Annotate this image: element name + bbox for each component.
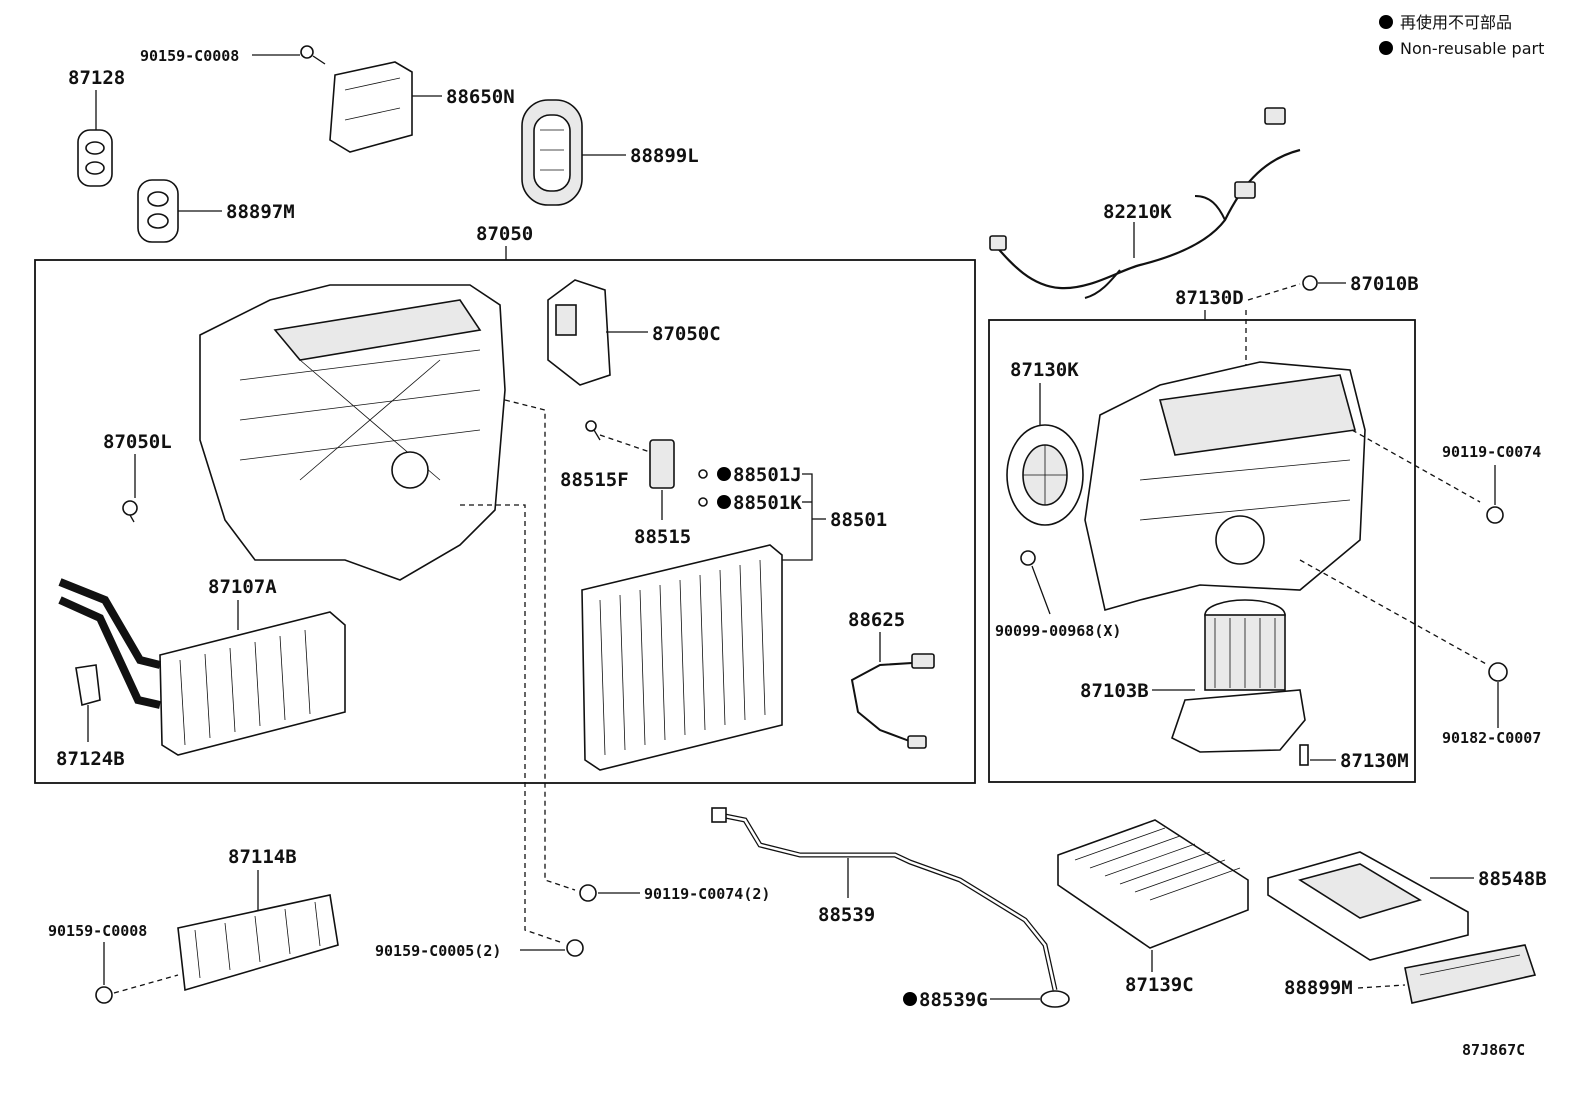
bolt-icon [585,420,597,432]
part-90182-c0007[interactable]: 90182-C0007 [1299,559,1541,747]
label-87124b: 87124B [56,748,125,770]
label-90119-c0074: 90119-C0074 [1442,443,1541,461]
non-reusable-bullet-icon [1379,15,1393,29]
label-87130k: 87130K [1010,359,1079,381]
label-87050: 87050 [476,223,533,245]
label-87050c: 87050C [652,323,721,345]
part-90119-c0074-x2[interactable]: 90119-C0074(2) [579,884,770,903]
label-90099-00968x: 90099-00968(X) [995,622,1121,640]
label-90159-c0008-bottom: 90159-C0008 [48,922,147,940]
part-87107a[interactable]: 87107A [58,576,346,756]
label-88501: 88501 [830,509,887,531]
screw-icon [95,986,113,1004]
assembly-87050-frame [34,259,976,784]
part-90159-c0005-x2[interactable]: 90159-C0005(2) [375,939,584,960]
part-88625[interactable]: 88625 [848,609,935,749]
label-87107a: 87107A [208,576,277,598]
label-88539: 88539 [818,904,875,926]
part-88501-evaporator[interactable] [581,544,783,771]
part-87050c[interactable]: 87050C [547,279,721,386]
label-88625: 88625 [848,609,905,631]
label-90159-c0005-x2: 90159-C0005(2) [375,942,501,960]
part-88899m[interactable]: 88899M [1284,944,1537,1004]
diagram-id: 87J867C [1462,1041,1525,1059]
legend: 再使用不可部品 Non-reusable part [1379,13,1544,58]
grommet-icon [1040,990,1070,1008]
label-90159-c0008-top: 90159-C0008 [140,47,239,65]
label-88539g: 88539G [919,989,988,1011]
assembly-87130d-frame [988,319,1416,783]
part-87050l[interactable]: 87050L [103,431,172,523]
nut-icon [1488,662,1508,682]
non-reusable-bullet-icon [717,467,731,481]
label-87130d: 87130D [1175,287,1244,309]
label-88548b: 88548B [1478,868,1547,890]
label-88501j: 88501J [733,464,802,486]
screw-icon [122,500,138,516]
part-87130k[interactable]: 87130K [1006,359,1084,526]
o-ring-icon [698,497,708,507]
legend-japanese: 再使用不可部品 [1400,13,1512,32]
part-88650n[interactable]: 90159-C0008 88650N [140,45,515,153]
part-88515-valve[interactable]: 88515F 88515 88501J 88501K 88501 [560,420,887,561]
label-90119-c0074-x2: 90119-C0074(2) [644,885,770,903]
part-82210k[interactable]: 82210K [989,107,1301,299]
part-87130m[interactable]: 87130M [1299,744,1409,772]
label-87139c: 87139C [1125,974,1194,996]
label-87010b: 87010B [1350,273,1419,295]
part-90119-c0074[interactable]: 90119-C0074 [1351,429,1541,524]
non-reusable-bullet-icon [903,992,917,1006]
label-90182-c0007: 90182-C0007 [1442,729,1541,747]
o-ring-icon [698,469,708,479]
label-88897m: 88897M [226,201,295,223]
part-blower-case[interactable] [1084,361,1366,612]
label-87128: 87128 [68,67,125,89]
label-88515f: 88515F [560,469,629,491]
part-88548b[interactable]: 88548B [1267,851,1547,961]
screw-icon [566,939,584,957]
label-87114b: 87114B [228,846,297,868]
part-88897m[interactable]: 88897M [137,179,295,243]
non-reusable-bullet-icon [717,495,731,509]
part-88899l[interactable]: 88899L [521,99,699,206]
non-reusable-bullet-icon [1379,41,1393,55]
label-88899m: 88899M [1284,977,1353,999]
part-87139c-filter[interactable]: 87139C [1057,819,1249,996]
part-87103b[interactable]: 87103B [1080,599,1306,753]
part-88539g[interactable]: 88539G [903,989,1070,1011]
screw-icon [1020,550,1036,566]
part-87124b[interactable]: 87124B [56,664,125,770]
label-88650n: 88650N [446,86,515,108]
legend-english: Non-reusable part [1400,39,1544,58]
label-87050l: 87050L [103,431,172,453]
screw-icon [1302,275,1318,291]
part-87010b[interactable]: 87010B [1247,273,1419,301]
screw-icon [579,884,597,902]
part-90099-00968x[interactable]: 90099-00968(X) [995,550,1121,640]
part-87128[interactable]: 87128 [68,67,125,187]
part-87114b[interactable]: 87114B [177,846,339,992]
label-88515: 88515 [634,526,691,548]
label-87130m: 87130M [1340,750,1409,772]
label-88899l: 88899L [630,145,699,167]
label-82210k: 82210K [1103,201,1172,223]
part-88539[interactable]: 88539 [711,807,1058,991]
label-87103b: 87103B [1080,680,1149,702]
label-88501k: 88501K [733,492,802,514]
part-hvac-case[interactable] [199,284,506,581]
part-90159-c0008-bottom[interactable]: 90159-C0008 [48,922,179,1004]
screw-icon [1486,506,1504,524]
